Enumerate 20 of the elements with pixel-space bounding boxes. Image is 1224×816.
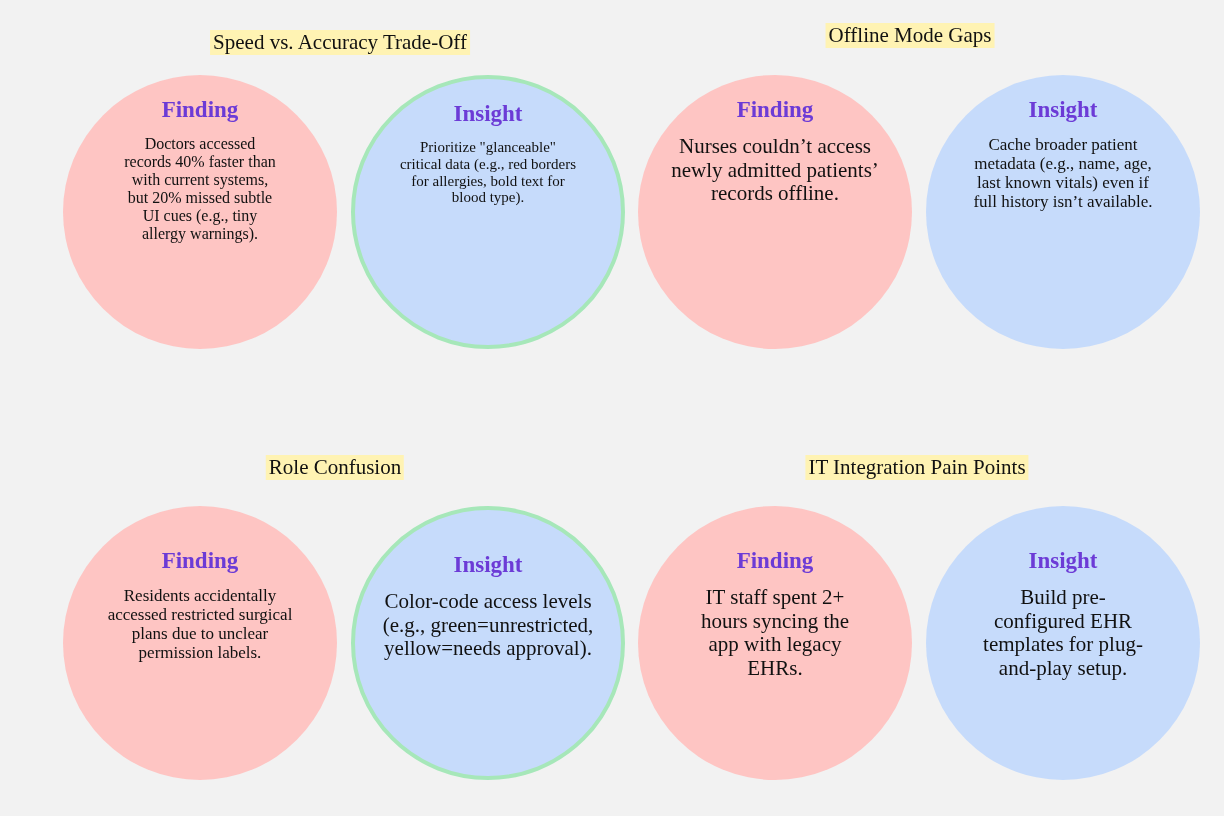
section-title: Role Confusion	[265, 455, 405, 480]
circle-heading: Finding	[736, 97, 814, 123]
circle-heading: Insight	[453, 552, 523, 578]
circle-heading: Finding	[161, 97, 239, 123]
circle-text: Nurses couldn’t access newly admitted patients’ records offline.	[670, 135, 880, 206]
circle-text: Color-code access levels (e.g., green=unrestricted, yellow=needs approval).	[381, 590, 595, 661]
circle-text: Doctors accessed records 40% faster than with current systems, but 20% missed subtle UI cues (e.g., tiny allergy warnings).	[123, 135, 277, 243]
circle-text: Build pre-configured EHR templates for plug-and-play setup.	[982, 586, 1144, 681]
circle-text: Cache broader patient metadata (e.g., name, age, last known vitals) even if full history isn’t available.	[972, 135, 1154, 212]
circle-text: Residents accidentally accessed restricted surgical plans due to unclear permission labels.	[106, 586, 294, 663]
circle-text: IT staff spent 2+ hours syncing the app with legacy EHRs.	[699, 586, 851, 681]
section-title: Speed vs. Accuracy Trade-Off	[210, 30, 470, 55]
circle-heading: Insight	[453, 101, 523, 127]
circle-heading: Insight	[1028, 548, 1098, 574]
circle-heading: Insight	[1028, 97, 1098, 123]
section-title: IT Integration Pain Points	[805, 455, 1029, 480]
section-title: Offline Mode Gaps	[825, 23, 995, 48]
circle-text: Prioritize "glanceable" critical data (e.g., red borders for allergies, bold text for blood type).	[399, 139, 577, 207]
circle-heading: Finding	[736, 548, 814, 574]
circle-heading: Finding	[161, 548, 239, 574]
